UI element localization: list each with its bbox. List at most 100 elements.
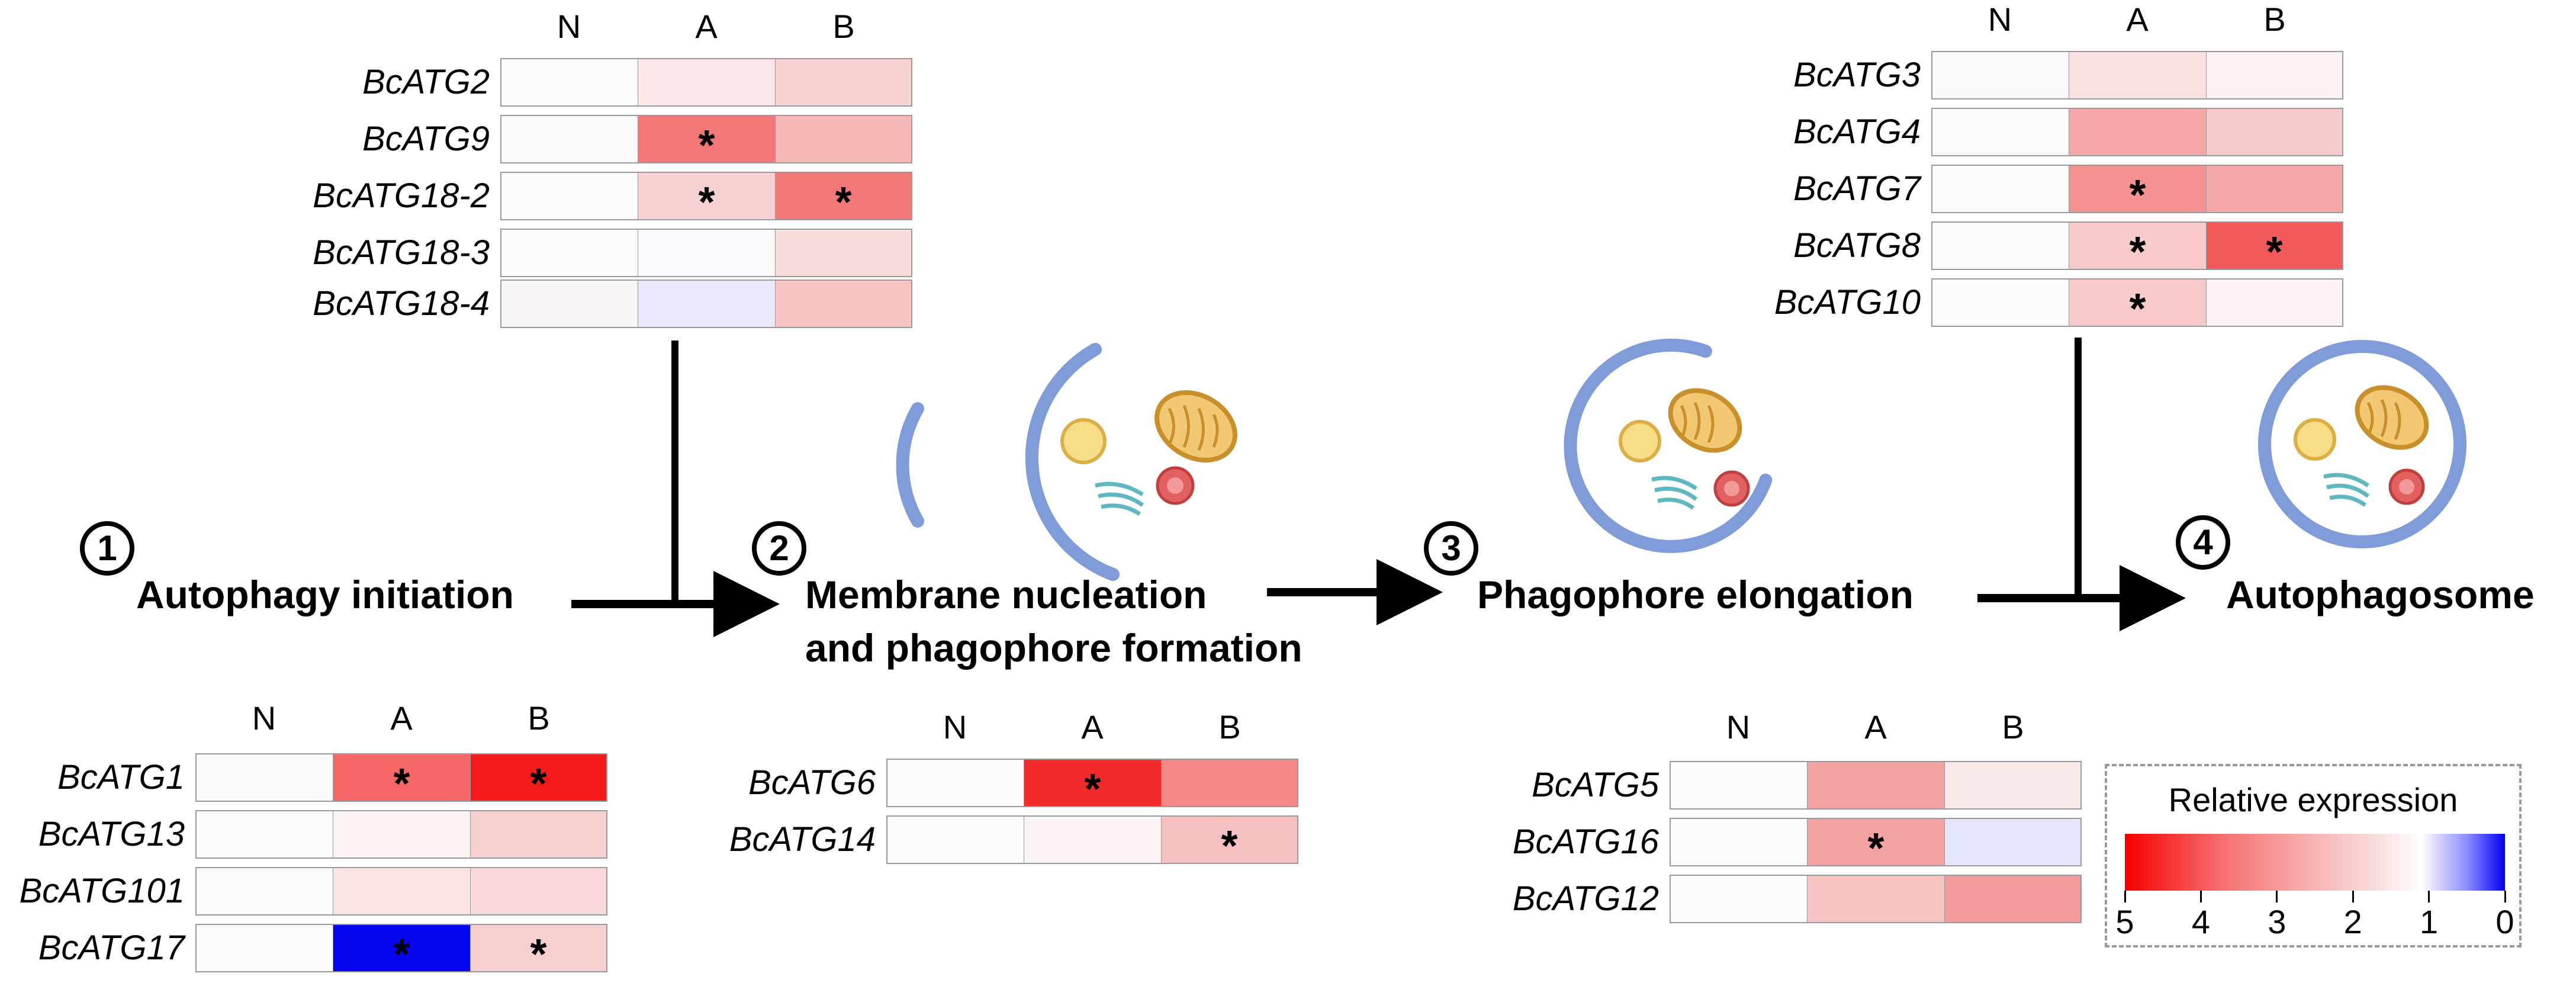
- phagophore-formation-icon: [896, 343, 1237, 581]
- heatmap-cell-N: [195, 810, 333, 859]
- gene-label: BcATG18-4: [313, 284, 490, 323]
- column-header-N: N: [1726, 708, 1751, 746]
- heatmap-cell-N: [195, 753, 333, 802]
- step-1-badge: 1: [80, 521, 134, 576]
- heatmap-row: BcATG5: [1532, 761, 2082, 810]
- significance-asterisk: *: [1084, 766, 1101, 813]
- heatmap-cell-A: *: [638, 115, 775, 167]
- legend-tick: [2124, 891, 2126, 903]
- heatmap-cell-A: [638, 229, 775, 277]
- legend-tick: [2428, 891, 2430, 903]
- heatmap-cell-A: [1807, 761, 1944, 810]
- significance-asterisk: *: [530, 931, 547, 978]
- heatmap-cell-N: [1931, 278, 2069, 327]
- heatmap-cell-N: [500, 280, 638, 328]
- column-header-B: B: [2002, 708, 2024, 746]
- column-header-A: A: [695, 8, 718, 45]
- column-header-B: B: [528, 699, 550, 737]
- gene-label: BcATG14: [729, 820, 876, 859]
- gene-label: BcATG3: [1793, 56, 1921, 94]
- column-header-N: N: [557, 8, 581, 45]
- heatmap-cell-A: *: [638, 172, 775, 224]
- step-4-label: Autophagosome: [2226, 573, 2535, 616]
- heatmap-cell-A: [638, 280, 775, 328]
- step-4-badge: 4: [2176, 515, 2230, 570]
- gene-label: BcATG10: [1774, 283, 1921, 322]
- heatmap-row: BcATG4: [1793, 108, 2343, 156]
- column-header-A: A: [2126, 1, 2149, 38]
- legend-tick: [2199, 891, 2202, 903]
- gene-label: BcATG12: [1512, 879, 1659, 918]
- heatmap-cell-B: [775, 58, 912, 107]
- heatmap-cell-A: [1807, 875, 1944, 923]
- legend-tick-label: 2: [2343, 903, 2362, 940]
- significance-asterisk: *: [2266, 229, 2283, 276]
- heatmap-row: BcATG18-2**: [313, 172, 912, 224]
- heatmap-cell-B: [1944, 875, 2082, 923]
- column-header-A: A: [1081, 708, 1104, 746]
- heatmap-cell-N: [500, 58, 638, 107]
- step-2-badge: 2: [752, 521, 806, 576]
- heatmap-cell-A: [2069, 108, 2206, 156]
- step-3-label: Phagophore elongation: [1477, 573, 1913, 616]
- heatmap-cell-B: *: [470, 753, 607, 805]
- heatmap-row: BcATG17 * *: [38, 924, 607, 976]
- heatmap-cell-A: [1024, 815, 1161, 864]
- heatmap-cell-A: [333, 867, 470, 916]
- heatmap-cell-B: [470, 810, 607, 859]
- heatmap-cell-B: [2206, 165, 2343, 213]
- heatmap-cell-A: *: [1807, 818, 1944, 870]
- heatmap-cell-B: [1944, 818, 2082, 866]
- gene-label: BcATG18-2: [313, 176, 490, 215]
- significance-asterisk: *: [2129, 229, 2146, 276]
- heatmap-row: BcATG18-4: [313, 280, 912, 328]
- heatmap-cell-A: *: [2069, 278, 2206, 333]
- legend-tick-label: 5: [2115, 903, 2134, 940]
- significance-asterisk: *: [393, 760, 410, 808]
- gene-label: BcATG8: [1793, 226, 1921, 265]
- step-1-label: Autophagy initiation: [136, 573, 514, 616]
- heatmap-cell-B: [775, 115, 912, 163]
- autophagosome-icon: [2258, 340, 2466, 548]
- heatmap-cell-B: [2206, 278, 2343, 327]
- heatmap-cell-A: *: [333, 924, 470, 976]
- heatmap-cell-N: [1931, 165, 2069, 213]
- heatmap-cell-B: [1944, 761, 2082, 810]
- column-header-B: B: [832, 8, 855, 45]
- column-header-B: B: [1218, 708, 1241, 746]
- heatmap-cell-A: *: [2069, 221, 2206, 274]
- significance-asterisk: *: [698, 179, 715, 226]
- heatmap-cell-N: [1670, 875, 1807, 923]
- gene-label: BcATG7: [1793, 169, 1921, 208]
- gene-label: BcATG13: [38, 815, 185, 853]
- heatmap-row: BcATG2: [362, 58, 912, 107]
- heatmap-cell-A: [638, 58, 775, 107]
- significance-asterisk: *: [1867, 825, 1884, 872]
- step-2-label-line2: and phagophore formation: [805, 626, 1303, 670]
- heatmap-cell-B: *: [2206, 221, 2343, 274]
- column-header-N: N: [1988, 1, 2012, 38]
- heatmap-cell-N: [1670, 818, 1807, 866]
- heatmap-row: BcATG14 *: [729, 815, 1298, 868]
- gene-label: BcATG17: [38, 929, 185, 967]
- gene-label: BcATG6: [748, 763, 876, 802]
- legend-tick: [2504, 891, 2506, 903]
- column-header-B: B: [2263, 1, 2286, 38]
- heatmap-cell-A: [2069, 51, 2206, 99]
- gene-label: BcATG101: [19, 872, 185, 910]
- gene-label: BcATG2: [362, 63, 490, 101]
- gene-label: BcATG9: [362, 120, 490, 158]
- heatmap-row: BcATG101: [20, 867, 607, 916]
- heatmap-cell-N: [1931, 108, 2069, 156]
- heatmap-row: BcATG16 *: [1513, 818, 2082, 870]
- heatmap-row: BcATG13: [38, 810, 607, 859]
- heatmap-cell-B: *: [1161, 815, 1298, 868]
- heatmap-cell-N: [1670, 761, 1807, 810]
- heatmap-cell-B: [775, 229, 912, 277]
- gene-label: BcATG16: [1512, 823, 1659, 861]
- legend-title: Relative expression: [2168, 781, 2458, 818]
- heatmap-row: BcATG12: [1513, 875, 2082, 923]
- column-header-A: A: [390, 699, 413, 737]
- column-header-A: A: [1864, 708, 1887, 746]
- significance-asterisk: *: [2129, 285, 2146, 333]
